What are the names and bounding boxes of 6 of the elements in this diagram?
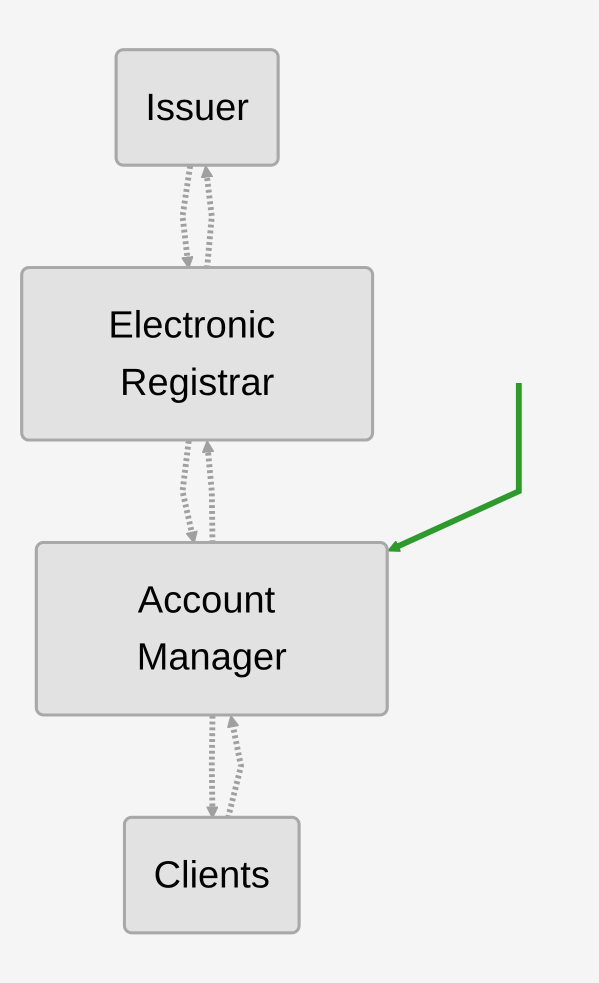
arrow	[225, 715, 244, 819]
arrow	[387, 383, 522, 552]
arrow	[206, 716, 219, 819]
arrow	[202, 440, 216, 544]
arrow	[180, 440, 198, 544]
arrow	[200, 166, 215, 269]
